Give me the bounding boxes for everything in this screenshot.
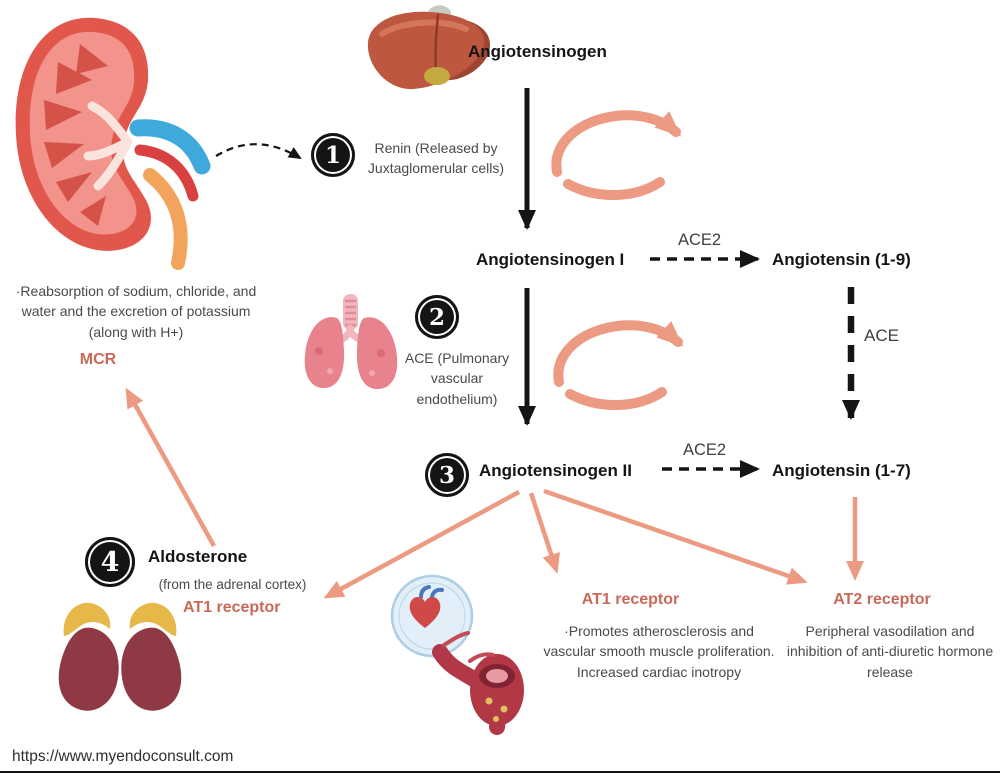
mcr-effect-note: ·Reabsorption of sodium, chloride, and w… — [15, 283, 257, 340]
artery-lumen-inner — [486, 669, 508, 683]
mcr-label: MCR — [79, 351, 117, 368]
adrenal-right-body — [121, 627, 182, 711]
step-3-badge: 3 — [425, 453, 469, 497]
label-ace2-bottom: ACE2 — [683, 441, 727, 459]
liver-highlight — [379, 19, 469, 37]
lungs-trachea-rings — [345, 299, 356, 327]
conversion-loop-middle-tail — [565, 387, 667, 411]
step-3-number: 3 — [438, 461, 455, 489]
step-2-label: ACE (Pulmonary vascular endothelium) — [404, 350, 510, 407]
at2-receptor-label: AT2 receptor — [833, 591, 931, 608]
at1-receptor-center-label: AT1 receptor — [581, 591, 680, 608]
lungs-illustration — [304, 294, 398, 390]
label-aldosterone: Aldosterone — [148, 547, 248, 566]
lungs-left-lobe — [304, 317, 345, 389]
heart-vessels — [419, 585, 444, 599]
bottom-divider — [0, 771, 1000, 773]
conversion-loop-middle — [553, 320, 684, 387]
kidney-ureter — [143, 168, 188, 270]
arrow-angII-to-at1-center — [528, 492, 560, 574]
artery-plaque — [485, 697, 493, 705]
node-angiotensinogen: Angiotensinogen — [468, 42, 607, 61]
node-angiotensinogen-ii: Angiotensinogen II — [479, 461, 632, 480]
kidney-renal-vein — [129, 119, 211, 175]
liver-left-lobe — [367, 11, 485, 90]
node-angiotensin-1-7: Angiotensin (1-7) — [772, 461, 911, 480]
kidney-pyramids — [44, 44, 108, 226]
artery-branches — [442, 631, 495, 663]
at1-receptor-note: ·Promotes atherosclerosis and vascular s… — [543, 623, 775, 680]
step-4-number: 4 — [100, 546, 120, 578]
at2-receptor-note: Peripheral vasodilation and inhibition o… — [786, 623, 994, 680]
arrow-angII-to-at2 — [543, 488, 808, 585]
kidney-pelvis — [83, 101, 133, 191]
heart-bubble-inner — [398, 582, 466, 650]
label-ace2-top: ACE2 — [678, 231, 722, 249]
kidney-cortex — [29, 31, 137, 235]
kidney-illustration — [15, 17, 211, 270]
node-angiotensin-1-9: Angiotensin (1-9) — [772, 250, 911, 269]
label-ace: ACE — [864, 326, 899, 345]
adrenal-left-body — [58, 627, 119, 711]
lungs-spot — [369, 370, 375, 376]
artery-plaque — [493, 716, 499, 722]
arrow-angII-to-at1-left — [323, 490, 521, 599]
lungs-spot — [327, 368, 333, 374]
label-adrenal-cortex: (from the adrenal cortex) — [158, 577, 307, 592]
step-1-number: 1 — [324, 141, 341, 169]
step-4-badge: 4 — [85, 537, 135, 587]
lungs-spot — [315, 347, 323, 355]
adrenal-glands-illustration — [58, 602, 182, 711]
at1-receptor-left-label: AT1 receptor — [183, 599, 281, 616]
adrenal-left-cap — [63, 602, 111, 636]
conversion-loop-top-tail — [563, 177, 665, 201]
step-2-number: 2 — [428, 303, 445, 331]
artery-plaque — [500, 705, 508, 713]
flow-arrows — [125, 88, 864, 599]
conversion-loop-top — [551, 110, 682, 177]
website-url: https://www.myendoconsult.com — [12, 748, 234, 765]
arrow-kidney-to-renin — [215, 143, 302, 160]
heart-shape — [409, 596, 441, 628]
step-1-label: Renin (Released by Juxtaglomerular cells… — [367, 140, 505, 177]
kidney-renal-artery — [134, 144, 199, 202]
node-angiotensinogen-i: Angiotensinogen I — [476, 250, 625, 269]
lungs-spot — [377, 349, 385, 357]
adrenal-right-cap — [129, 602, 177, 636]
arrow-aldosterone-to-mcr — [125, 387, 216, 548]
liver-gallbladder — [424, 67, 450, 85]
step-1-badge: 1 — [311, 133, 355, 177]
heart-vessel-illustration — [390, 574, 524, 735]
liver-illustration — [367, 5, 490, 90]
step-2-badge: 2 — [415, 295, 459, 339]
